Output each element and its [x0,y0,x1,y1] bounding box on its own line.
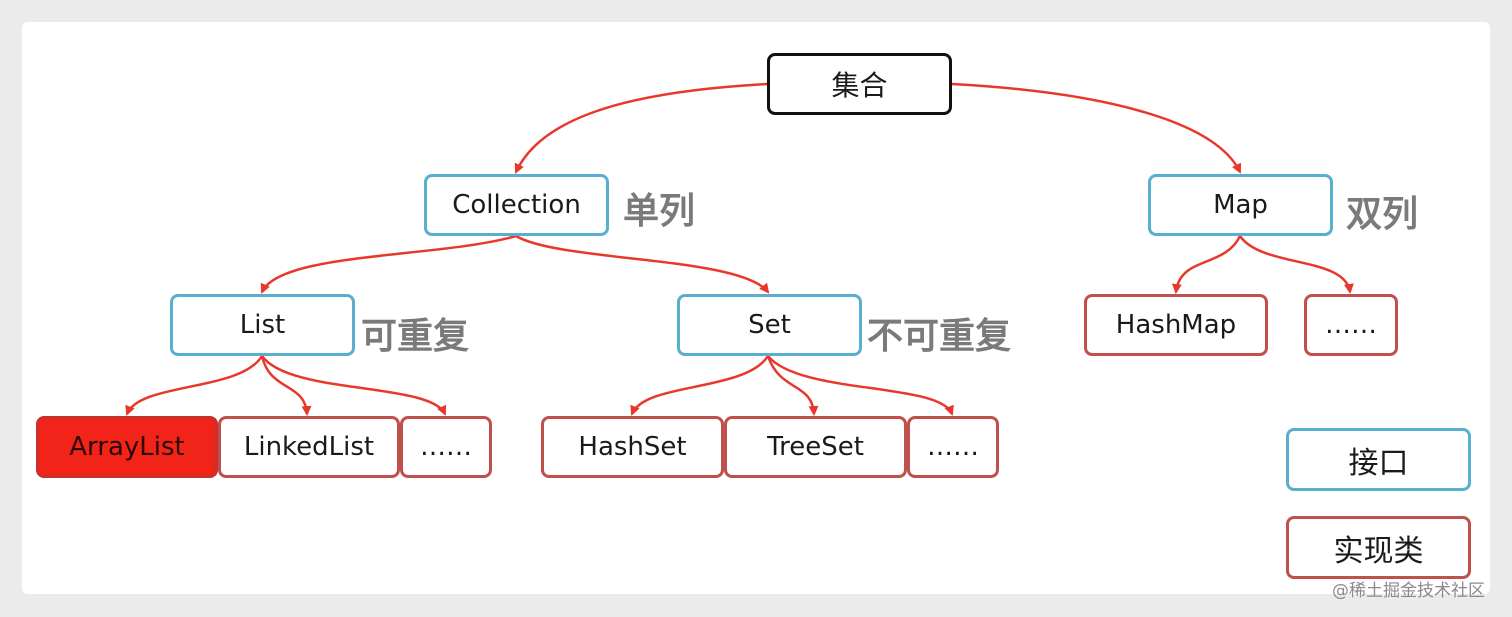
arrow-map-more [1238,235,1354,294]
collection-node: Collection [424,174,609,236]
map-note: 双列 [1346,194,1419,235]
arrow-root-map [951,82,1242,174]
arrow-collection-set [515,234,770,294]
arrow-map-hashmap [1171,235,1242,294]
legend-implementation: 实现类 [1286,516,1471,579]
watermark: @稀土掘金技术社区 [1332,581,1485,601]
arrow-collection-list [260,234,517,294]
arrow-list-arraylist [125,355,264,416]
treeset-node: TreeSet [724,416,907,478]
map-node: Map [1148,174,1333,236]
list-node: List [170,294,355,356]
map-more-node: …… [1304,294,1398,356]
list-more-node: …… [400,416,492,478]
arrow-list-more [260,355,447,416]
set-more-node: …… [907,416,999,478]
arrow-set-more [767,355,954,416]
arraylist-node: ArrayList [36,416,218,478]
root-node: 集合 [767,53,952,115]
linkedlist-node: LinkedList [218,416,400,478]
hashmap-node: HashMap [1084,294,1268,356]
arrow-list-linkedlist [260,355,312,416]
list-note: 可重复 [361,316,470,357]
hashset-node: HashSet [541,416,724,478]
collection-note: 单列 [623,191,696,232]
set-node: Set [677,294,862,356]
set-note: 不可重复 [867,316,1012,357]
arrow-set-treeset [766,355,819,416]
arrow-root-collection [514,82,768,174]
legend-interface: 接口 [1286,428,1471,491]
arrow-set-hashset [630,355,770,416]
